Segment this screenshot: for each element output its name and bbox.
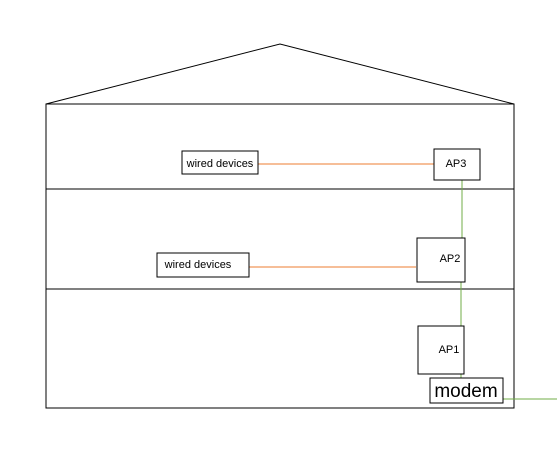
wired-devices-top: wired devices: [181, 150, 259, 175]
ap1-box: AP1: [417, 325, 465, 375]
roof: [45, 43, 515, 105]
modem-box: modem: [429, 377, 504, 404]
ap3-box: AP3: [433, 148, 481, 181]
house-body: [45, 103, 515, 409]
ap3-label: AP3: [446, 158, 467, 170]
modem-label: modem: [434, 381, 497, 402]
wired-devices-top-label: wired devices: [186, 158, 254, 170]
ap1-label: AP1: [439, 344, 460, 356]
ap2-label: AP2: [440, 253, 461, 265]
wired-devices-middle-label: wired devices: [164, 259, 232, 271]
wired-devices-middle: wired devices: [156, 252, 250, 278]
ap2-box: AP2: [416, 237, 466, 283]
